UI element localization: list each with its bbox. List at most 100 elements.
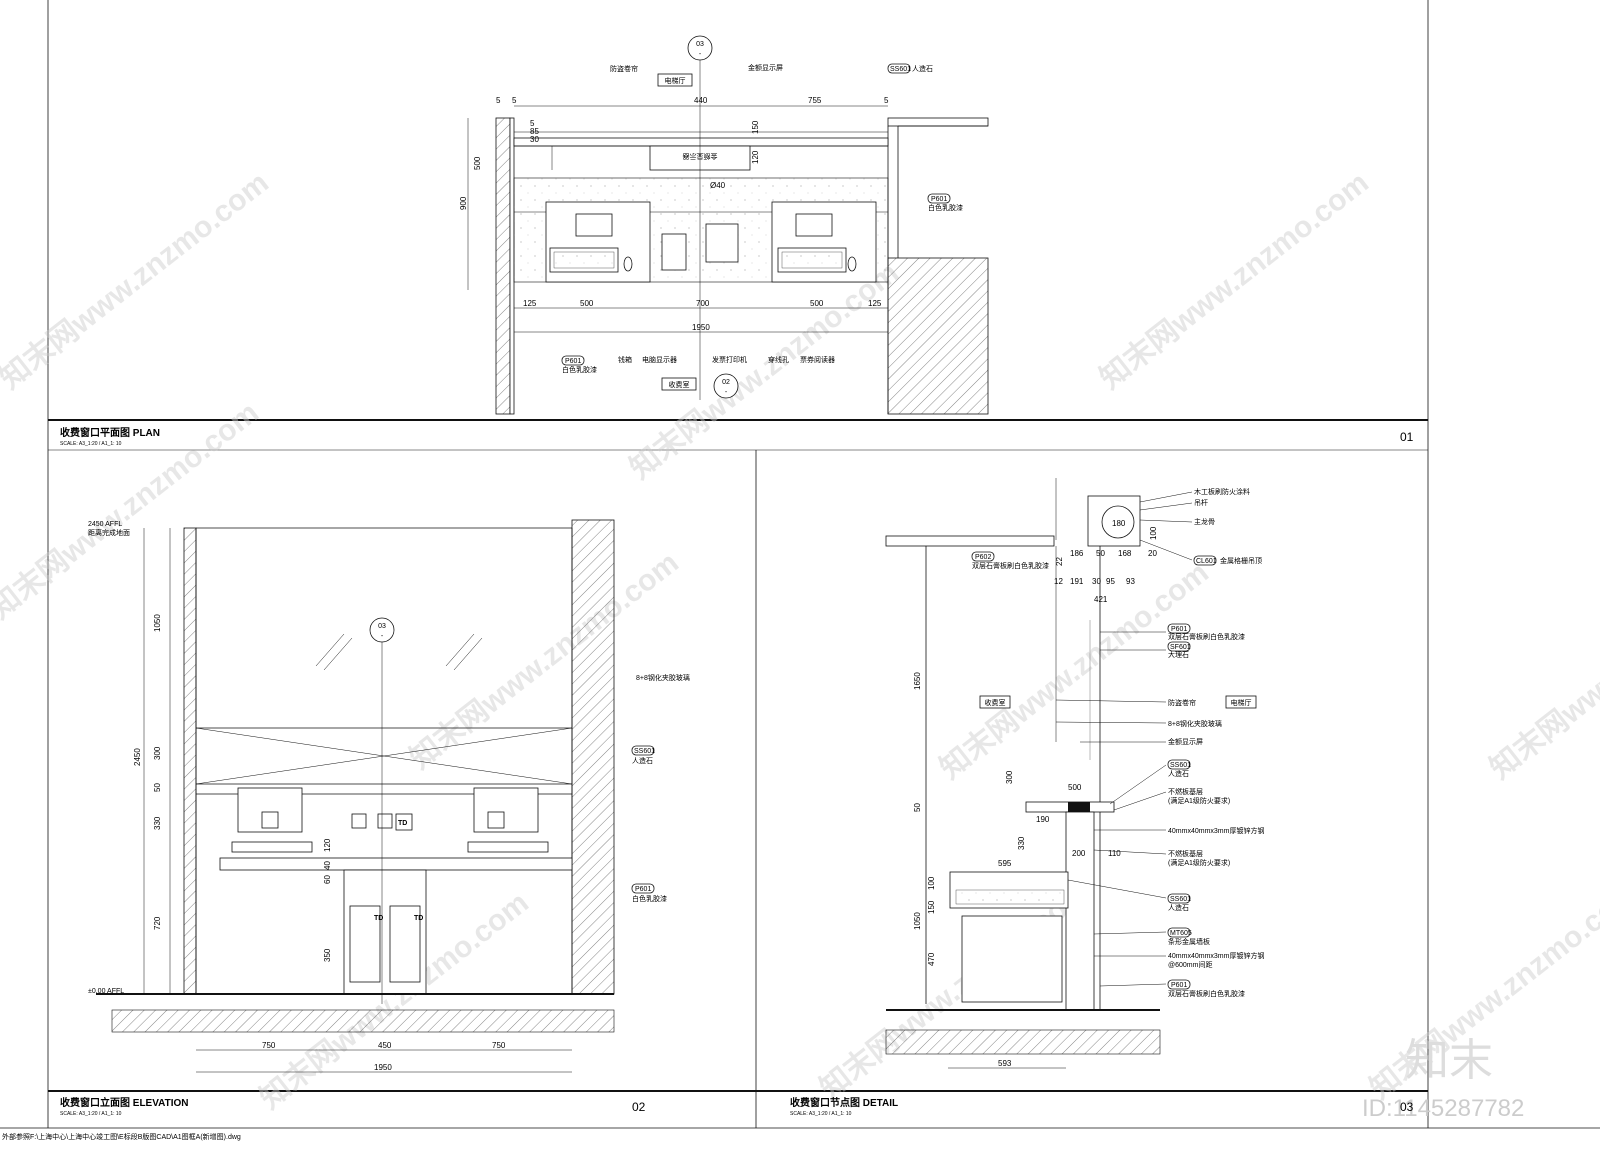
plan-label: 防盗卷帘	[610, 64, 638, 73]
detail-dim: 470	[927, 952, 936, 966]
detail-tag: SS601	[1170, 762, 1191, 769]
elev-label: 8+8钢化夹胶玻璃	[636, 673, 690, 682]
plan-dim: 500	[473, 156, 482, 170]
detail-label: @600mm间距	[1168, 961, 1212, 969]
detail-title: 收费窗口节点图 DETAIL	[790, 1096, 898, 1109]
plan-dim: 500	[580, 299, 594, 308]
detail-room: 收费室	[985, 698, 1006, 707]
elev-dim: 350	[323, 948, 332, 962]
detail-dim: 20	[1148, 549, 1157, 558]
detail-dim: 30	[1092, 577, 1101, 586]
detail-label: 不燃板基层	[1168, 849, 1203, 858]
watermark-text: 知末网www.znzmo.com	[404, 546, 685, 776]
detail-tag: SF601	[1170, 644, 1191, 651]
watermark-text: 知末网www.znzmo.com	[624, 256, 905, 486]
detail-dim: 186	[1070, 549, 1084, 558]
plan-dim: 5	[530, 119, 535, 128]
plan-label: 白色乳胶漆	[562, 365, 597, 374]
plan-dim: 5	[884, 96, 889, 105]
detail-dim: 421	[1094, 595, 1108, 604]
detail-label: 金属格栅吊顶	[1220, 556, 1262, 565]
detail-dim: 300	[1005, 770, 1014, 784]
elev-dim: 330	[153, 816, 162, 830]
detail-dim: 168	[1118, 549, 1132, 558]
watermark-brand: 知末	[1405, 1036, 1493, 1085]
detail-dim: 93	[1126, 577, 1135, 586]
detail-label: (满足A1级防火要求)	[1168, 858, 1230, 867]
section-marker	[687, 35, 713, 61]
detail-dim: 50	[1096, 549, 1105, 558]
elev-dim: 450	[378, 1041, 392, 1050]
detail-dim: 595	[998, 859, 1012, 868]
plan-room-cashier: 收费室	[669, 380, 690, 389]
elev-td: TD	[398, 820, 407, 827]
detail-dim: 100	[927, 876, 936, 890]
elev-dim: 40	[323, 861, 332, 870]
detail-dim: 180	[1112, 519, 1126, 528]
plan-dim: 5	[512, 96, 517, 105]
detail-tag: SS601	[1170, 896, 1191, 903]
elev-dim: 2450	[133, 748, 142, 766]
detail-dim: 190	[1036, 815, 1050, 824]
elev-level-top: 2450 AFFL	[88, 521, 122, 528]
elev-level-floor: ±0.00 AFFL	[88, 988, 124, 995]
elevation-view: TD TD TD 03 - 2450 AFFL 距离完成地面 ±0.00 AFF…	[60, 519, 690, 1117]
detail-label: 40mmx40mmx3mm厚镀锌方钢	[1168, 826, 1264, 835]
detail-room: 电梯厅	[1231, 698, 1252, 707]
plan-dim: 500	[810, 299, 824, 308]
detail-tag: MT605	[1170, 930, 1192, 937]
elev-dim: 120	[323, 838, 332, 852]
plan-label: 人造石	[912, 64, 933, 73]
plan-dim: 755	[808, 96, 822, 105]
elev-td: TD	[374, 915, 383, 922]
plan-label: 电脑显示器	[642, 355, 677, 364]
plan-label: 穿线孔	[768, 355, 789, 364]
elev-number: 02	[632, 1100, 646, 1114]
detail-label: 不燃板基层	[1168, 787, 1203, 796]
detail-label: 主龙骨	[1194, 517, 1215, 526]
elev-tag: P601	[635, 886, 651, 893]
plan-dim: 1950	[692, 323, 710, 332]
detail-label: 金额显示屏	[1168, 737, 1203, 746]
plan-tag: P601	[565, 358, 581, 365]
detail-label: 人造石	[1168, 903, 1189, 912]
detail-label: 防盗卷帘	[1168, 698, 1196, 707]
plan-label: 白色乳胶漆	[928, 203, 963, 212]
footer-file-path: 外部参照F:\上海中心\上海中心竣工图\E标段B版图CAD\A1图框A(新增图)…	[2, 1132, 241, 1141]
elev-label: 人造石	[632, 756, 653, 765]
detail-tag: P601	[1171, 626, 1187, 633]
elev-td: TD	[414, 915, 423, 922]
watermark-text: 知末网www.znzmo.com	[934, 556, 1215, 786]
detail-label: 条形金属墙板	[1168, 937, 1210, 946]
watermark-text: 知末网www.znzmo.com	[1484, 556, 1600, 786]
watermark-layer: 知末网www.znzmo.com 知末网www.znzmo.com 知末网www…	[0, 166, 1600, 1122]
detail-tag: CL601	[1196, 558, 1217, 565]
plan-dim: 150	[751, 120, 760, 134]
detail-tag: P602	[975, 554, 991, 561]
detail-label: 双层石膏板刷白色乳胶漆	[972, 561, 1049, 570]
detail-dim: 100	[1149, 526, 1158, 540]
elev-tag: SS601	[634, 748, 655, 755]
plan-label: 钱箱	[618, 355, 632, 364]
detail-label: 40mmx40mmx3mm厚镀锌方钢	[1168, 951, 1264, 960]
detail-number: 03	[1400, 1100, 1414, 1114]
detail-dim: 1050	[913, 912, 922, 930]
detail-dim: 22	[1055, 557, 1064, 566]
detail-label: (满足A1级防火要求)	[1168, 796, 1230, 805]
plan-view: 金额显示器 03 - 02 - 电梯厅 收费室	[60, 35, 1414, 447]
elev-dim: 1950	[374, 1063, 392, 1072]
elev-level-top-note: 距离完成地面	[88, 528, 130, 537]
detail-view: 收费室 电梯厅 180 100 186 50 168 20 22 12 191 …	[790, 478, 1414, 1117]
detail-scale: SCALE: A3_1:20 / A1_1: 10	[790, 1111, 852, 1117]
elev-dim: 750	[492, 1041, 506, 1050]
plan-tag: P601	[931, 196, 947, 203]
plan-dim: Ø40	[710, 181, 726, 190]
elev-dim: 720	[153, 916, 162, 930]
detail-label: 大理石	[1168, 650, 1189, 659]
plan-label: 发票打印机	[712, 355, 747, 364]
detail-dim: 110	[1108, 849, 1121, 858]
plan-dim: 30	[530, 135, 539, 144]
plan-dim: 900	[459, 196, 468, 210]
plan-number: 01	[1400, 430, 1414, 444]
detail-label: 木工板刷防火涂料	[1194, 487, 1250, 496]
